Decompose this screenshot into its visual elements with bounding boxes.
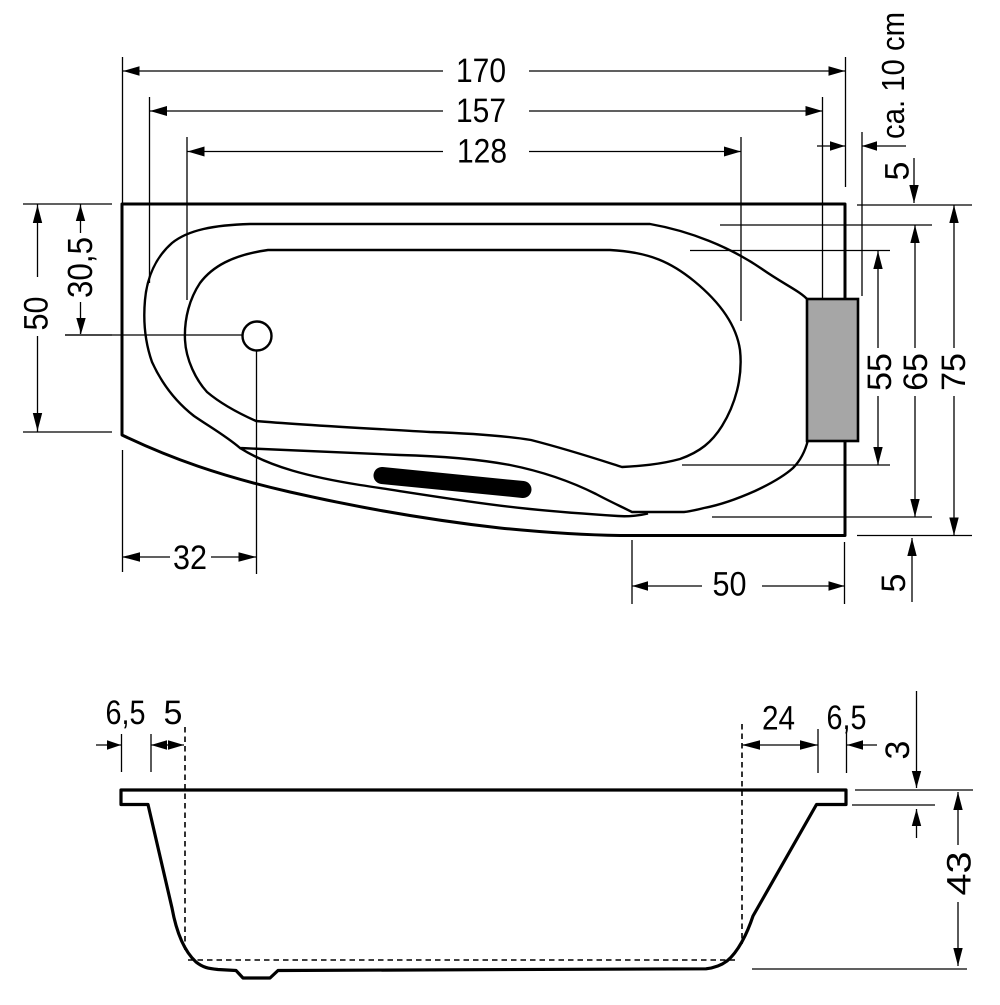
svg-text:3: 3 — [879, 741, 917, 760]
svg-text:5: 5 — [875, 574, 913, 593]
svg-text:65: 65 — [897, 353, 935, 391]
svg-text:32: 32 — [173, 539, 207, 577]
svg-text:75: 75 — [935, 353, 973, 391]
svg-text:50: 50 — [713, 566, 747, 604]
svg-text:24: 24 — [762, 700, 795, 738]
svg-text:6,5: 6,5 — [106, 694, 146, 732]
svg-text:170: 170 — [456, 52, 506, 90]
svg-text:55: 55 — [861, 353, 899, 391]
svg-text:ca. 10 cm: ca. 10 cm — [875, 12, 911, 139]
svg-text:43: 43 — [941, 852, 979, 896]
svg-text:5: 5 — [879, 162, 917, 181]
svg-text:6,5: 6,5 — [827, 699, 867, 737]
svg-text:157: 157 — [456, 92, 506, 130]
svg-text:50: 50 — [18, 297, 56, 331]
svg-text:30,5: 30,5 — [61, 237, 100, 298]
svg-text:5: 5 — [164, 694, 183, 732]
svg-text:128: 128 — [457, 133, 507, 171]
